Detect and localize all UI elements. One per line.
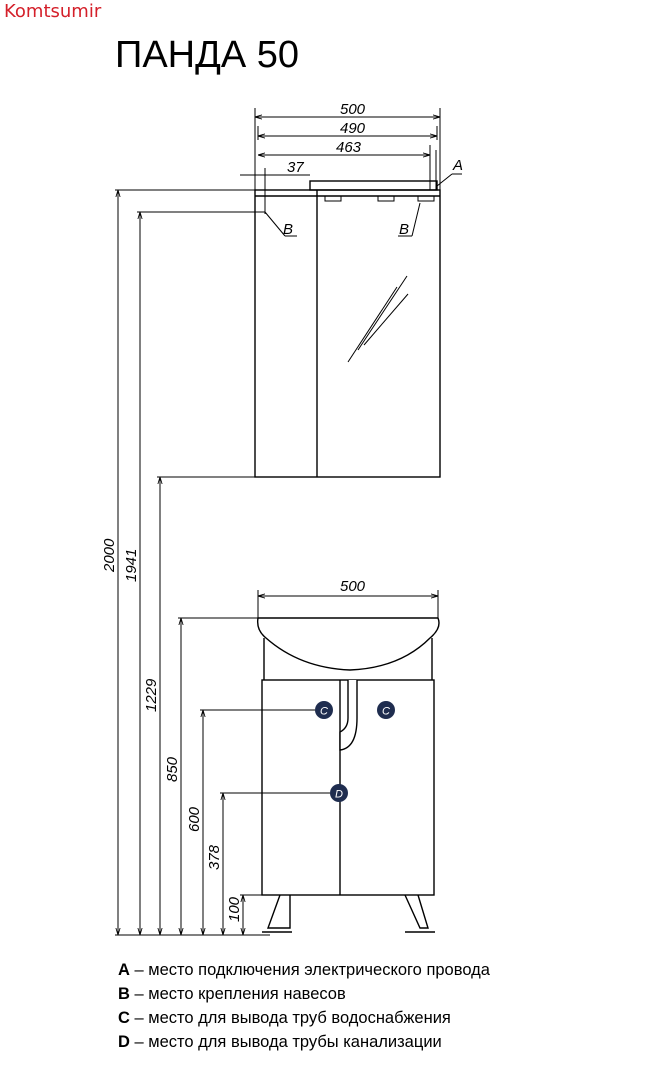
mirror-cabinet — [254, 150, 441, 478]
dim-height-sink: 850 — [164, 756, 181, 782]
legend-item-c: C – место для вывода труб водоснабжения — [118, 1009, 451, 1027]
page-title: ПАНДА 50 — [115, 34, 300, 76]
dim-height-total: 2000 — [101, 538, 118, 573]
legend-item-a: A – место подключения электрического про… — [118, 961, 490, 979]
dim-mirror-width: 500 — [340, 101, 366, 118]
dim-height-legs: 100 — [226, 896, 243, 922]
height-dimension-lines — [115, 189, 439, 936]
marker-d-label: D — [335, 789, 343, 801]
mirror-reflection — [347, 275, 409, 363]
legend-item-d: D – место для вывода трубы канализации — [118, 1033, 442, 1051]
dim-height-mirror-bottom: 1229 — [143, 678, 160, 712]
vanity-cabinet — [256, 617, 440, 933]
watermark: Komtsumir — [4, 1, 102, 22]
mark-b-right: B — [399, 221, 409, 238]
dim-offset: 37 — [287, 159, 304, 176]
legend: A – место подключения электрического про… — [118, 958, 490, 1054]
marker-c-right-label: C — [382, 706, 390, 718]
dim-cabinet-width: 500 — [340, 578, 366, 595]
marker-c-right: C — [377, 701, 395, 719]
mark-b-left: B — [283, 221, 293, 238]
legend-item-b: B – место крепления навесов — [118, 985, 346, 1003]
mark-a: A — [452, 157, 463, 174]
marker-d: D — [330, 784, 348, 802]
dim-height-d: 378 — [206, 844, 223, 870]
marker-c-left: C — [315, 701, 333, 719]
technical-drawing: 500 490 463 37 A B B — [101, 101, 463, 936]
marker-c-left-label: C — [320, 706, 328, 718]
mirror-dimension-lines — [240, 108, 462, 237]
dim-mirror-inner: 490 — [340, 120, 366, 137]
dim-height-mirror-mount: 1941 — [123, 549, 140, 582]
dim-mirror-inner2: 463 — [336, 139, 362, 156]
dim-height-c: 600 — [186, 806, 203, 832]
